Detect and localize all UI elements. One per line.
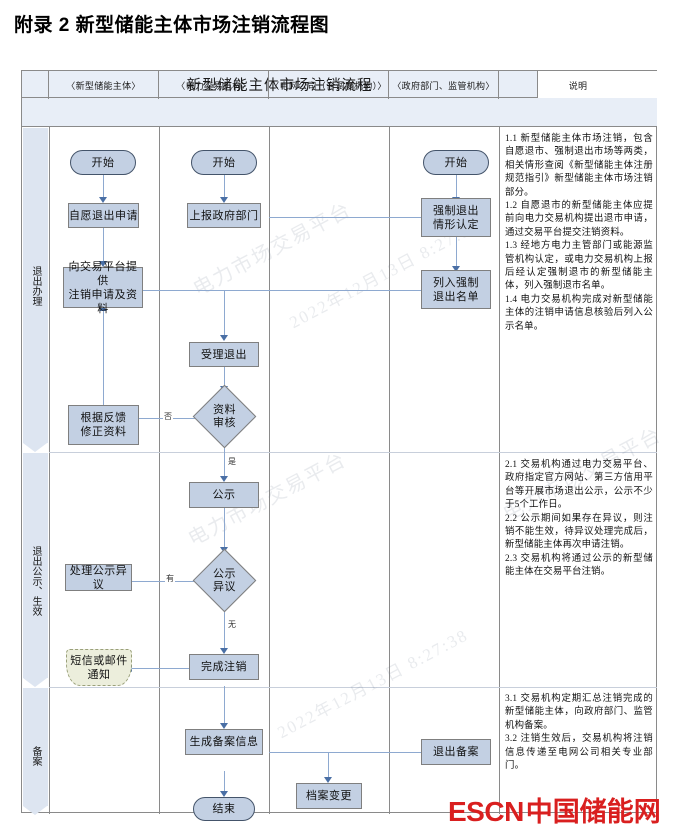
edge-n19-n9-h xyxy=(224,290,424,292)
edge-n4-n3 xyxy=(103,308,105,405)
node-generate-filing-info[interactable]: 生成备案信息 xyxy=(185,729,263,755)
stage-label-1: 退出办理 xyxy=(30,266,41,306)
note-1-3: 1.3 经地方电力主管部门或能源监管机构认定，或电力交易机构上报后经认定强制退市… xyxy=(505,241,653,292)
edge-n13-n6 xyxy=(132,668,200,670)
note-1-1: 1.1 新型储能主体市场注销，包含自愿退市、强制退出市场等两类，相关情形查阅《新… xyxy=(505,134,653,198)
edge-n14-n16 xyxy=(328,752,330,780)
edge-label-no: 否 xyxy=(163,412,173,421)
node-start-government[interactable]: 开始 xyxy=(423,150,489,175)
logo-cn: 中国储能网 xyxy=(525,797,661,827)
edge-label-yes: 是 xyxy=(227,457,237,466)
edge-arrow-n1-n2 xyxy=(99,197,107,203)
node-archive-change[interactable]: 档案变更 xyxy=(296,783,362,809)
watermark-timestamp-2: 2022年12月13日 8:27:38 xyxy=(274,625,472,743)
edge-n12-n13 xyxy=(224,609,226,651)
note-2-1: 2.1 交易机构通过电力交易平台、政府指定官方网站、第三方信用平台等开展市场退出… xyxy=(505,460,653,511)
edge-arrow-n2-n3 xyxy=(99,261,107,267)
stage-band-2 xyxy=(23,453,48,687)
stage-divider-2 xyxy=(49,687,657,688)
note-2-3: 2.3 交易机构将通过公示的新型储能主体在交易平台注销。 xyxy=(505,553,653,578)
edge-n14-n15 xyxy=(224,771,226,794)
node-voluntary-exit-application[interactable]: 自愿退出申请 xyxy=(68,203,139,228)
edge-n18-n19 xyxy=(456,237,458,269)
lane-divider-4 xyxy=(499,127,500,814)
edge-n3-n9-h xyxy=(139,290,224,292)
flowchart-header-row xyxy=(22,98,657,127)
column-header-stage xyxy=(22,71,49,99)
node-forced-exit-list[interactable]: 列入强制 退出名单 xyxy=(421,270,491,309)
stage-divider-1 xyxy=(49,452,657,453)
notes-group-1: 1.1 新型储能主体市场注销，包含自愿退市、强制退出市场等两类，相关情形查阅《新… xyxy=(505,133,653,334)
edge-arrow-n13-n14 xyxy=(220,723,228,729)
stage-label-2: 退出公示、生效 xyxy=(30,546,41,616)
lane-divider-2 xyxy=(269,127,270,814)
note-1-4: 1.4 电力交易机构完成对新型储能主体的注销申请信息核验后列入公示名单。 xyxy=(505,294,653,332)
node-submit-cancellation-materials[interactable]: 向交易平台提供 注销申请及资料 xyxy=(63,261,143,315)
edge-n10-n11 xyxy=(224,447,226,479)
lane-divider-0 xyxy=(49,127,50,814)
node-report-to-government[interactable]: 上报政府部门 xyxy=(187,203,261,228)
node-end-exchange[interactable]: 结束 xyxy=(193,797,255,821)
node-handle-objection[interactable]: 处理公示异议 xyxy=(65,564,132,591)
flowchart-table: 新型储能主体市场注销流程 〈新型储能主体〉 〈电力交易机构〉 〈电网公司（含调度… xyxy=(21,70,666,821)
lane-divider-3 xyxy=(389,127,390,814)
edge-arrow-n14-n16 xyxy=(324,777,332,783)
flowchart-banner-title: 新型储能主体市场注销流程 xyxy=(22,71,538,98)
note-2-2: 2.2 公示期间如果存在异议，则注销不能生效，待异议处理完成后，新型储能主体再次… xyxy=(505,513,653,551)
edge-n7-n8 xyxy=(224,175,226,200)
node-complete-cancellation[interactable]: 完成注销 xyxy=(189,654,259,680)
edge-join-n9-v xyxy=(224,290,226,338)
lane-divider-1 xyxy=(159,127,160,814)
note-3-2: 3.2 注销生效后，交易机构将注销信息传递至电网公司相关专业部门。 xyxy=(505,734,653,772)
edge-n8-n18 xyxy=(269,217,429,219)
edge-n9-n10 xyxy=(224,367,226,389)
page-title: 附录 2 新型储能主体市场注销流程图 xyxy=(14,15,330,36)
node-material-review[interactable]: 资料 审核 xyxy=(192,384,257,449)
column-header-notes: 说明 xyxy=(568,80,588,91)
edge-label-has: 有 xyxy=(165,574,175,583)
node-forced-exit-determination[interactable]: 强制退出 情形认定 xyxy=(421,198,491,237)
stage-band-1 xyxy=(23,128,48,452)
edge-arrow-n12-n13 xyxy=(220,648,228,654)
escn-logo: ESCN 中国储能网 xyxy=(448,790,661,829)
edge-arrow-join-n9 xyxy=(220,335,228,341)
node-public-objection[interactable]: 公示 异议 xyxy=(192,548,257,613)
node-exit-filing[interactable]: 退出备案 xyxy=(421,739,491,765)
column-header-exchange: 〈电力交易机构〉 xyxy=(159,71,269,99)
node-accept-exit[interactable]: 受理退出 xyxy=(189,342,259,367)
note-1-2: 1.2 自愿退市的新型储能主体应提前向电力交易机构提出退市申请，通过交易平台提交… xyxy=(505,201,653,238)
edge-arrow-n4-n3 xyxy=(99,305,107,311)
edge-n11-n12 xyxy=(224,508,226,550)
node-start-entity[interactable]: 开始 xyxy=(70,150,136,175)
notes-group-3: 3.1 交易机构定期汇总注销完成的新型储能主体，向政府部门、监管机构备案。 3.… xyxy=(505,693,653,773)
stage-label-3: 备案 xyxy=(30,746,41,766)
column-header-entity: 〈新型储能主体〉 xyxy=(49,71,159,99)
edge-n17-n18 xyxy=(456,175,458,200)
node-public-notice[interactable]: 公示 xyxy=(189,482,259,508)
edge-arrow-n10-n11 xyxy=(220,476,228,482)
note-3-1: 3.1 交易机构定期汇总注销完成的新型储能主体，向政府部门、监管机构备案。 xyxy=(505,694,653,731)
notes-group-2: 2.1 交易机构通过电力交易平台、政府指定官方网站、第三方信用平台等开展市场退出… xyxy=(505,459,653,580)
edge-n14-n20 xyxy=(269,752,429,754)
logo-en: ESCN xyxy=(448,796,524,827)
edge-arrow-n18-n19 xyxy=(452,266,460,272)
column-header-grid: 〈电网公司（含调度机构）〉 xyxy=(269,71,389,99)
edge-label-none: 无 xyxy=(227,620,237,629)
stage-band-3 xyxy=(23,688,48,815)
edge-n2-n3 xyxy=(103,228,105,264)
node-revise-materials[interactable]: 根据反馈 修正资料 xyxy=(68,405,139,445)
edge-arrow-n14-n15 xyxy=(220,791,228,797)
edge-n13-n14 xyxy=(224,686,226,726)
column-header-gov: 〈政府部门、监管机构〉 xyxy=(389,71,499,99)
edge-n1-n2 xyxy=(103,175,105,200)
edge-arrow-n7-n8 xyxy=(220,197,228,203)
node-start-exchange[interactable]: 开始 xyxy=(191,150,257,175)
node-sms-email-notification[interactable]: 短信或邮件 通知 xyxy=(66,649,132,686)
flowchart-banner-blank xyxy=(538,71,657,98)
